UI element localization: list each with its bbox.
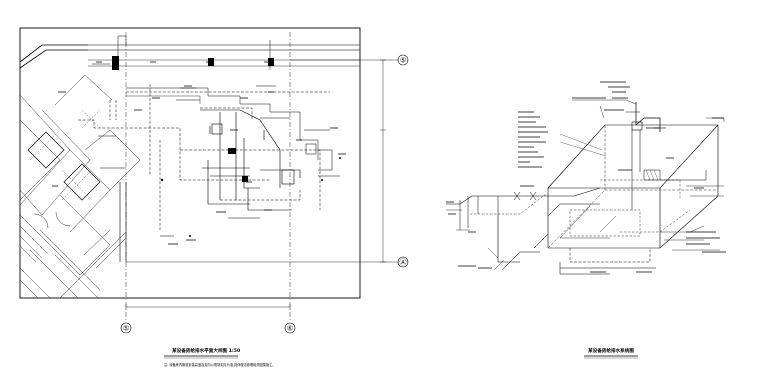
riser-pipe [635,102,661,132]
plan-annotation-marks [52,61,346,245]
plan-view [19,27,398,320]
iso-annotation-marks [446,81,726,273]
axis-bubble-5 [120,322,132,334]
isometric-view [446,99,725,275]
plan-title: 某设备房给排水平面大样图 1:50 [171,347,240,354]
inspection-pit-1 [27,131,65,169]
inlet-main-pipe [446,187,601,205]
building-wall-outline [19,44,88,69]
valve-box-2 [305,143,317,155]
water-pump-box [211,123,223,135]
axis-bubble-5-label: ⑤ [123,325,129,333]
plan-border [19,27,361,299]
plan-note: 注: 设备房内管道安装高度及走向以现场实际为准,具体做法参照相关图集施工。 [164,362,275,367]
door-swing-2 [55,211,71,227]
tank-bottom [548,195,719,249]
axis-bubbles: ⑤ ⑥ ⑤ Ⓐ [120,54,409,334]
axis-bubble-6-label: ⑥ [287,325,293,333]
valve-box-1 [281,169,295,185]
axis-bubble-6 [284,322,296,334]
axis-bubble-top [397,54,409,66]
axis-bubble-a [397,256,409,268]
door-swing-1 [33,213,49,229]
axis-bubble-top-label: ⑤ [400,57,406,65]
pit-slope [501,251,540,271]
paving-grid [19,74,141,299]
iso-title: 某设备房给排水系统图 [587,347,634,354]
drain-down-pipe [497,214,520,263]
sump-box [569,248,651,263]
axis-bubble-a-label: Ⓐ [400,259,407,267]
inspection-pit-2 [63,163,101,201]
room-boundary [126,87,319,160]
